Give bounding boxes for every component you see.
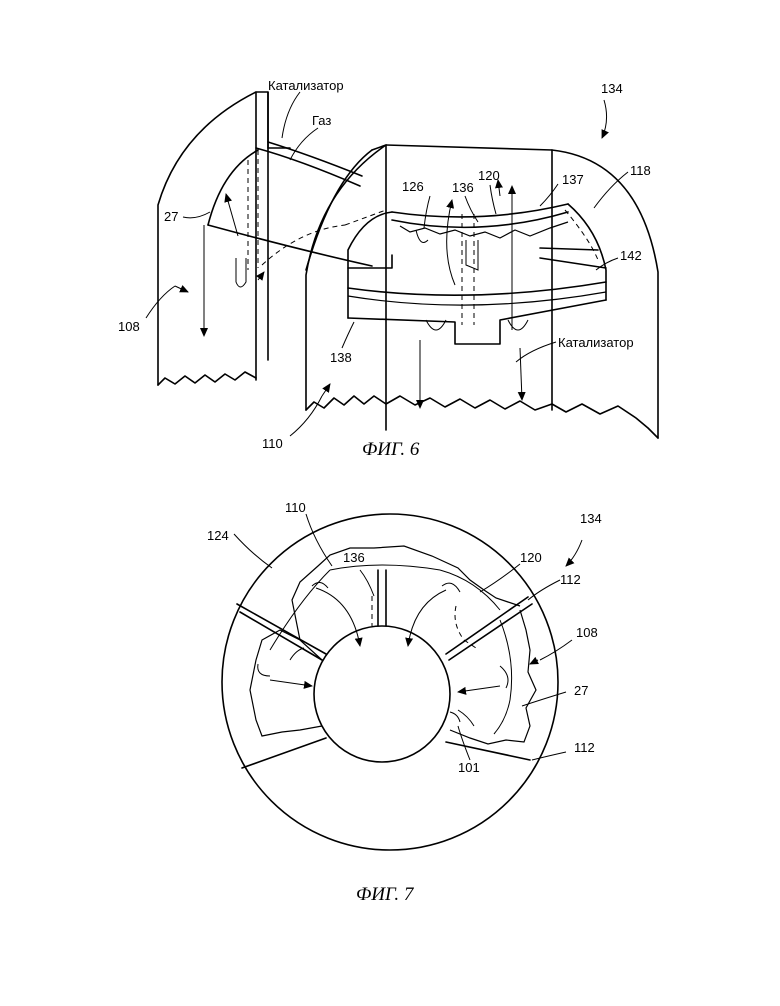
ref-120-fig6: 120 — [478, 168, 500, 183]
catalyst-region-outline — [250, 546, 536, 744]
left-sector-panel — [158, 92, 268, 385]
ref-27-fig6: 27 — [164, 209, 178, 224]
ref-110-fig7: 110 — [285, 500, 306, 515]
gas-label: Газ — [312, 113, 331, 128]
left-arc-tray — [208, 142, 386, 287]
ref-101: 101 — [458, 760, 480, 775]
ref-136-fig6: 136 — [452, 180, 474, 195]
ref-110-fig6: 110 — [262, 436, 283, 451]
ref-112-lower: 112 — [574, 740, 595, 755]
ref-120-fig7: 120 — [520, 550, 542, 565]
ref-112-upper: 112 — [560, 572, 581, 587]
catalyst-label-top: Катализатор — [268, 78, 344, 93]
figure-6-drawing: Катализатор Газ 134 27 126 136 120 137 1… — [118, 78, 658, 460]
catalyst-label-bottom: Катализатор — [558, 335, 634, 350]
ref-138: 138 — [330, 350, 352, 365]
ref-124: 124 — [207, 528, 229, 543]
figure-7-caption: ФИГ. 7 — [356, 884, 415, 905]
ref-108-fig6: 108 — [118, 319, 140, 334]
ref-108-fig7: 108 — [576, 625, 598, 640]
ref-134-fig7: 134 — [580, 511, 602, 526]
ref-137: 137 — [562, 172, 584, 187]
figure-7-drawing: 110 134 124 136 120 112 108 27 101 112 Ф… — [207, 500, 602, 905]
central-riser-circle — [314, 626, 450, 762]
ref-136-fig7: 136 — [343, 550, 365, 565]
ref-126: 126 — [402, 179, 424, 194]
flow-arrows-fig7 — [270, 588, 500, 722]
ref-142: 142 — [620, 248, 642, 263]
partition-walls — [237, 570, 532, 768]
ref-118: 118 — [630, 163, 651, 178]
leader-lines-fig6 — [146, 92, 628, 436]
figure-6-caption: ФИГ. 6 — [362, 439, 420, 460]
ref-27-fig7: 27 — [574, 683, 588, 698]
ref-134-fig6: 134 — [601, 81, 623, 96]
